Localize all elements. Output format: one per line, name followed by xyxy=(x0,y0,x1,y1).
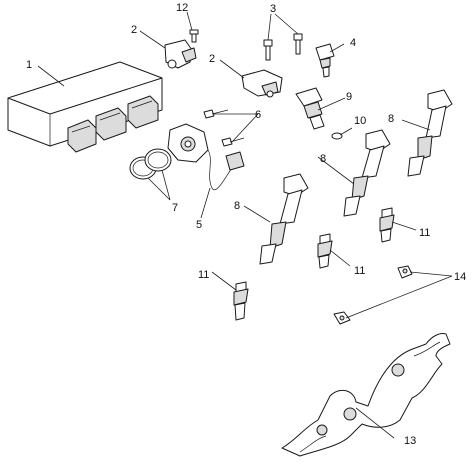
part-mounting-screws xyxy=(203,109,245,147)
part-bolts xyxy=(263,33,303,61)
part-ecu-module xyxy=(7,61,163,153)
part-throttle-sensor xyxy=(167,123,209,163)
part-spark-plug-2 xyxy=(317,233,333,269)
part-clips xyxy=(333,265,413,325)
callout-11-right: 11 xyxy=(419,227,430,239)
callout-11-mid: 11 xyxy=(354,265,365,277)
part-spark-plug-3 xyxy=(233,281,249,321)
callout-10: 10 xyxy=(354,115,366,127)
callout-8-mid: 8 xyxy=(320,153,326,165)
callout-labels: 1 12 2 3 4 2 9 10 6 7 5 8 8 8 11 11 11 1… xyxy=(26,2,466,447)
callout-7: 7 xyxy=(172,202,178,214)
callout-3: 3 xyxy=(270,3,276,15)
part-temperature-sender xyxy=(315,43,335,78)
callout-2-lower: 2 xyxy=(209,53,215,65)
callout-1: 1 xyxy=(26,59,32,71)
callout-12: 12 xyxy=(176,2,188,14)
callout-8-right: 8 xyxy=(388,113,394,125)
part-ignition-coil-mid xyxy=(343,129,391,217)
callout-6: 6 xyxy=(255,109,261,121)
part-o-rings xyxy=(129,148,172,180)
callout-11-left: 11 xyxy=(198,269,209,281)
callout-8-left: 8 xyxy=(234,200,240,212)
part-small-screw xyxy=(189,29,199,43)
part-o-ring-small xyxy=(331,132,343,140)
part-ignition-coil-left xyxy=(259,173,309,265)
part-bracket xyxy=(281,333,451,457)
part-sensor-lower xyxy=(241,69,283,98)
part-pressure-sensor xyxy=(295,87,325,130)
part-wired-sensor xyxy=(207,149,245,191)
callout-4: 4 xyxy=(350,37,356,49)
part-sensor-upper xyxy=(164,39,197,69)
callout-5: 5 xyxy=(196,219,202,231)
callout-2-upper: 2 xyxy=(131,24,137,36)
part-spark-plug-1 xyxy=(379,207,395,243)
callout-14: 14 xyxy=(454,271,466,283)
leader-lines xyxy=(37,11,453,439)
part-ignition-coil-right xyxy=(407,89,453,177)
callout-9: 9 xyxy=(346,91,352,103)
callout-13: 13 xyxy=(404,435,416,447)
